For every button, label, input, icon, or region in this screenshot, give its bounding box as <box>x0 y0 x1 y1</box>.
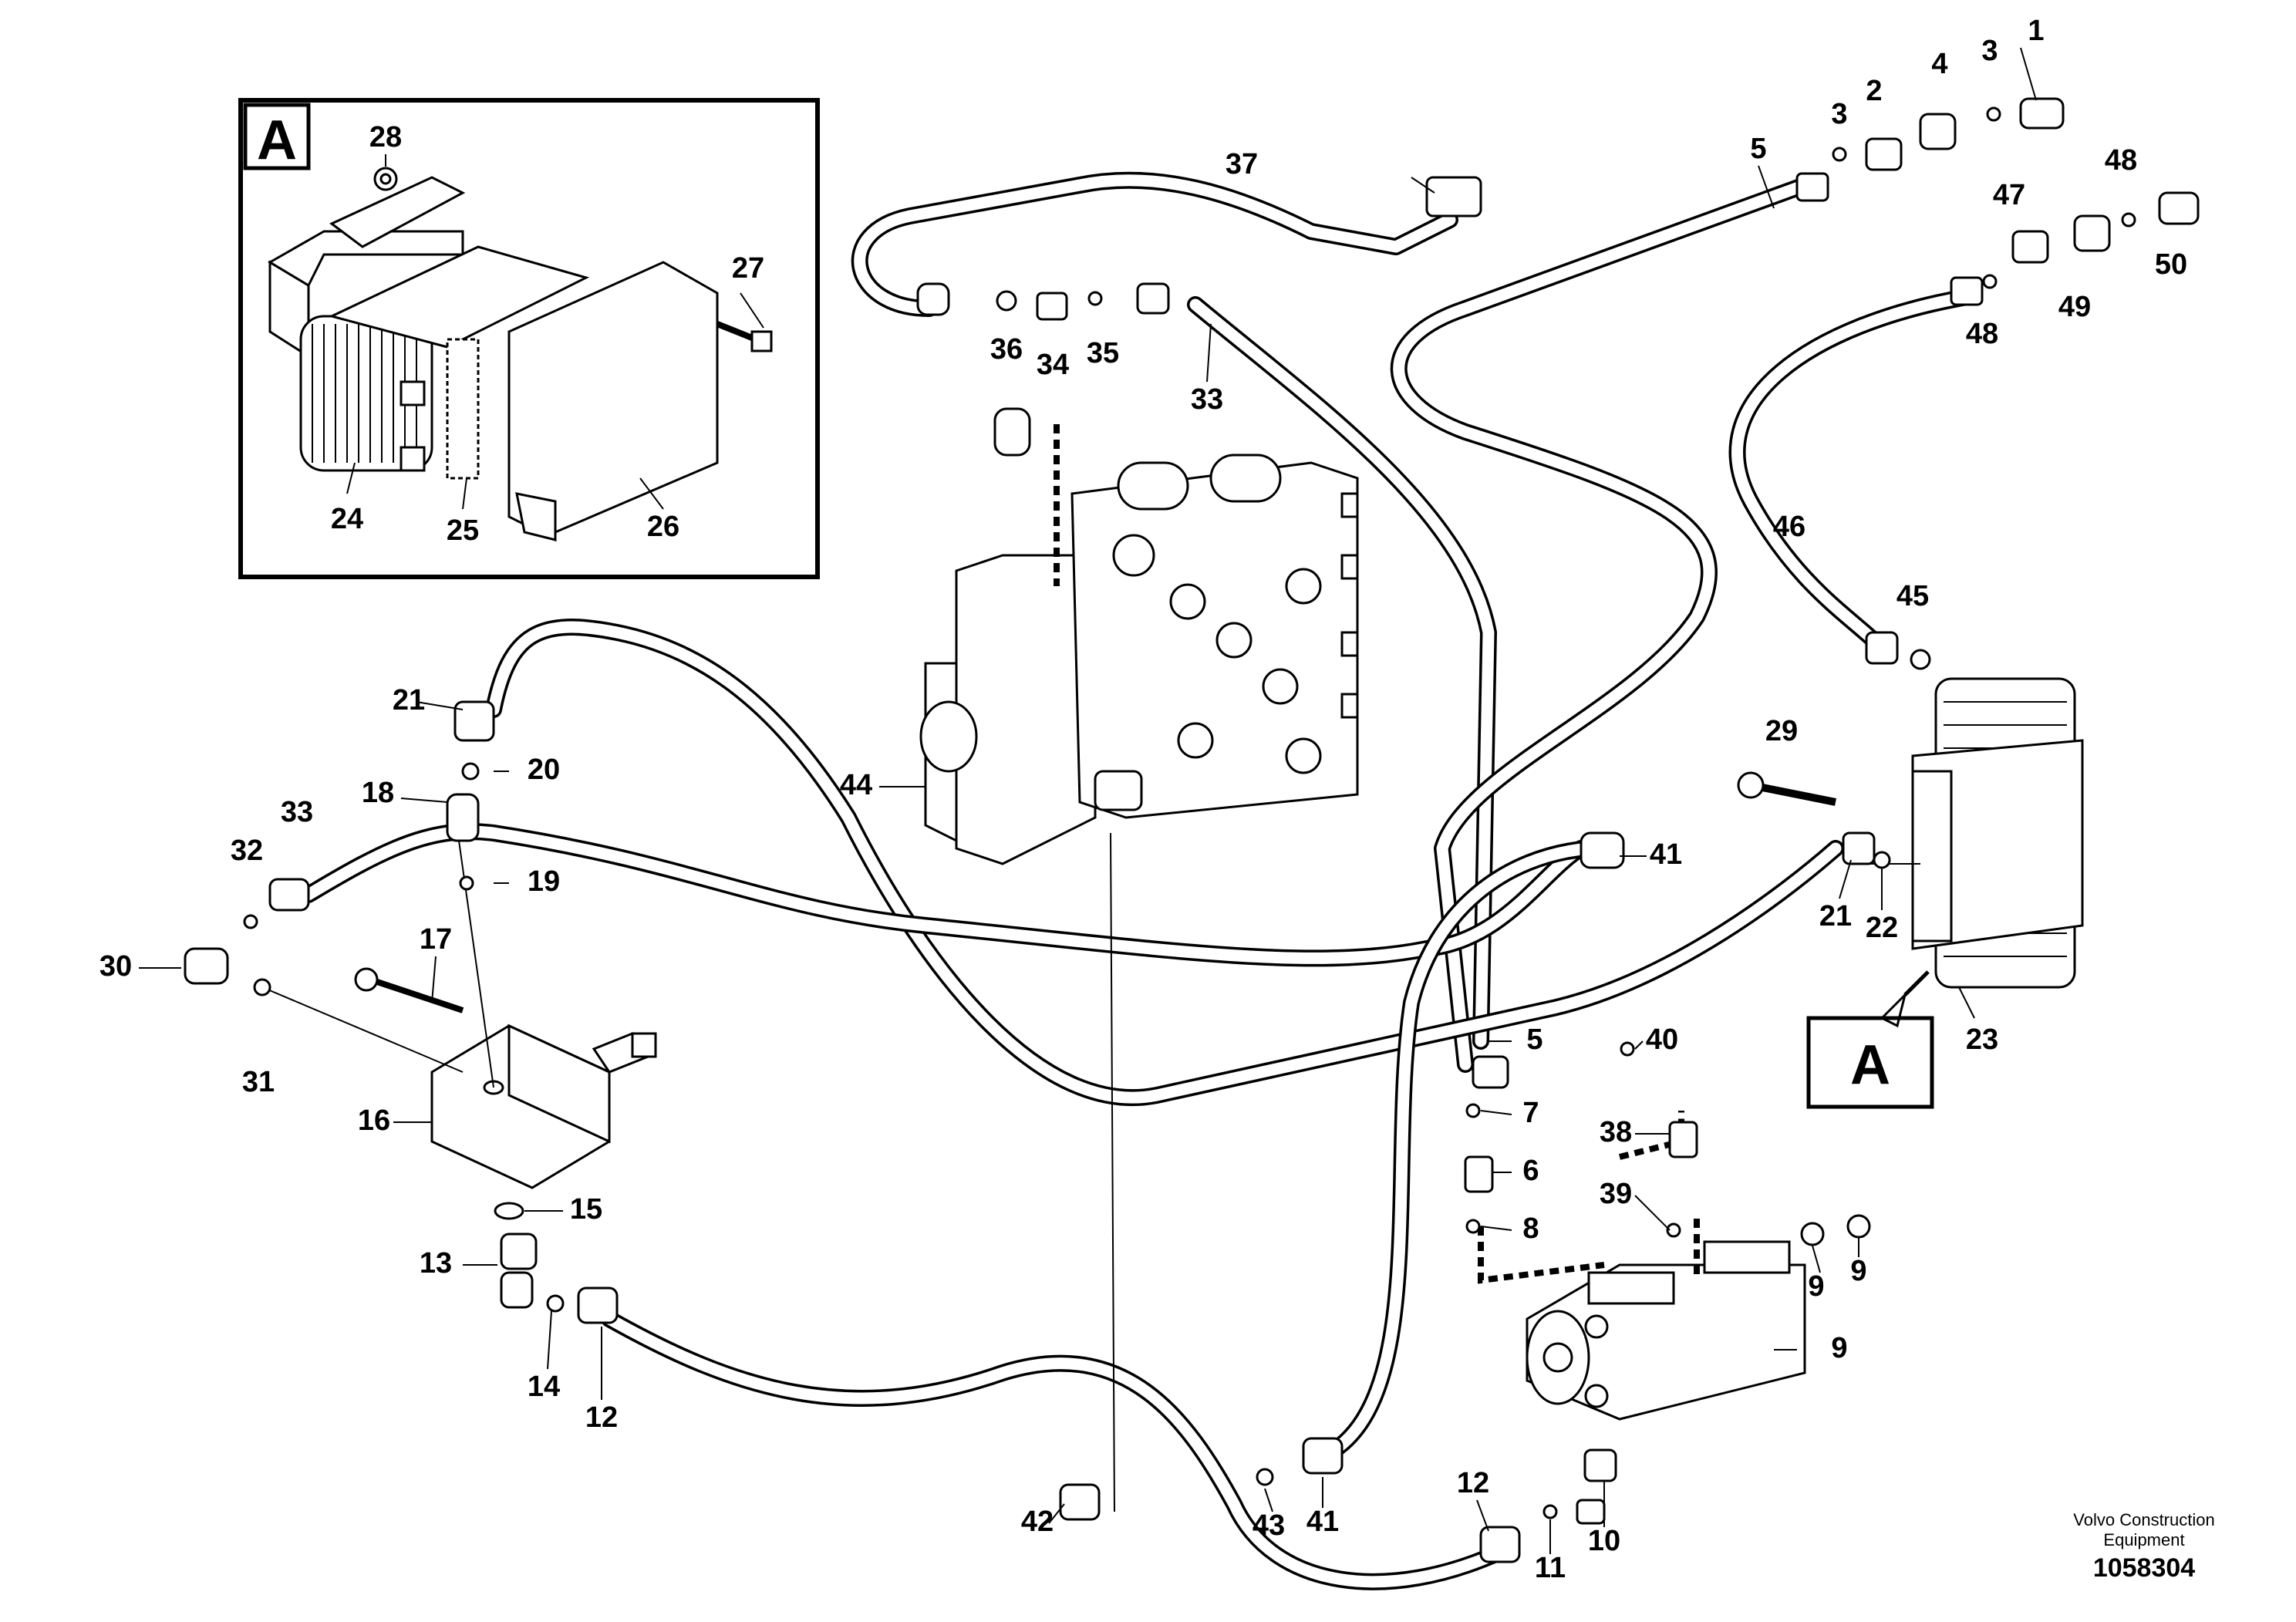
callout-4: 4 <box>1931 48 1947 80</box>
callout-45: 45 <box>1896 580 1929 612</box>
callout-16: 16 <box>358 1104 390 1137</box>
callout-12: 12 <box>585 1401 618 1434</box>
callout-3: 3 <box>1981 35 1998 67</box>
brand-line-1: Volvo Construction <box>2073 1510 2214 1529</box>
callout-44: 44 <box>840 769 872 801</box>
callout-39: 39 <box>1600 1178 1632 1210</box>
callout-14: 14 <box>528 1371 560 1403</box>
callout-10: 10 <box>1588 1525 1620 1557</box>
callout-21: 21 <box>393 684 425 717</box>
callout-12: 12 <box>1457 1467 1489 1499</box>
callout-43: 43 <box>1253 1509 1285 1542</box>
callout-labels: 1 2 3 3 4 5 5 6 7 8 9 9 9 10 11 12 12 13… <box>99 15 2187 1584</box>
callout-1: 1 <box>2028 15 2044 47</box>
leader-lines <box>139 47 2037 1554</box>
callout-9: 9 <box>1808 1270 1824 1303</box>
oil-cooler-23: A <box>1737 677 2084 1109</box>
inset-detail-a: A <box>238 98 820 579</box>
callout-35: 35 <box>1087 337 1119 369</box>
control-valve-44 <box>919 424 1359 1512</box>
hose-lines <box>300 171 1975 1590</box>
pump-motor-9 <box>1478 1111 1871 1421</box>
callout-33: 33 <box>281 796 313 828</box>
callout-22: 22 <box>1866 912 1898 944</box>
view-letter: A <box>1850 1034 1890 1096</box>
callout-49: 49 <box>2058 291 2091 323</box>
callout-21: 21 <box>1819 900 1852 932</box>
callout-2: 2 <box>1866 75 1882 107</box>
callout-41: 41 <box>1650 838 1682 871</box>
footer: Volvo Construction Equipment 1058304 <box>2073 1510 2214 1583</box>
callout-11: 11 <box>1535 1552 1566 1584</box>
callout-19: 19 <box>528 865 560 898</box>
callout-33: 33 <box>1191 383 1223 416</box>
brand-line-2: Equipment <box>2103 1530 2184 1549</box>
callout-23: 23 <box>1966 1023 1998 1056</box>
callout-8: 8 <box>1522 1212 1539 1245</box>
callout-41: 41 <box>1306 1506 1339 1538</box>
callout-50: 50 <box>2155 248 2187 281</box>
callout-32: 32 <box>231 835 263 867</box>
callout-20: 20 <box>528 754 560 786</box>
callout-25: 25 <box>447 514 479 547</box>
doc-number: 1058304 <box>2093 1553 2195 1583</box>
callout-36: 36 <box>990 333 1023 366</box>
callout-48: 48 <box>2105 144 2137 177</box>
callout-40: 40 <box>1646 1023 1678 1056</box>
callout-15: 15 <box>570 1193 602 1226</box>
callout-24: 24 <box>331 503 363 535</box>
valve-block-16 <box>261 840 657 1189</box>
callout-9: 9 <box>1850 1255 1866 1287</box>
callout-18: 18 <box>362 777 394 809</box>
callout-38: 38 <box>1600 1116 1632 1148</box>
callout-17: 17 <box>420 923 452 956</box>
callout-3: 3 <box>1831 98 1847 130</box>
callout-6: 6 <box>1522 1155 1539 1187</box>
callout-28: 28 <box>369 121 402 153</box>
callout-5: 5 <box>1526 1023 1542 1056</box>
callout-42: 42 <box>1021 1506 1054 1538</box>
callout-46: 46 <box>1773 511 1805 543</box>
callout-5: 5 <box>1750 133 1766 165</box>
callout-37: 37 <box>1226 148 1258 180</box>
callout-7: 7 <box>1522 1097 1539 1129</box>
callout-31: 31 <box>242 1066 275 1098</box>
callout-29: 29 <box>1765 715 1798 747</box>
callout-13: 13 <box>420 1247 452 1280</box>
fittings <box>184 97 2200 1563</box>
callout-30: 30 <box>99 950 132 983</box>
callout-27: 27 <box>732 252 764 285</box>
callout-48: 48 <box>1966 318 1998 350</box>
callout-34: 34 <box>1037 349 1069 381</box>
callout-26: 26 <box>647 511 679 543</box>
callout-47: 47 <box>1993 179 2025 211</box>
inset-letter: A <box>257 110 297 171</box>
callout-9: 9 <box>1831 1332 1847 1364</box>
